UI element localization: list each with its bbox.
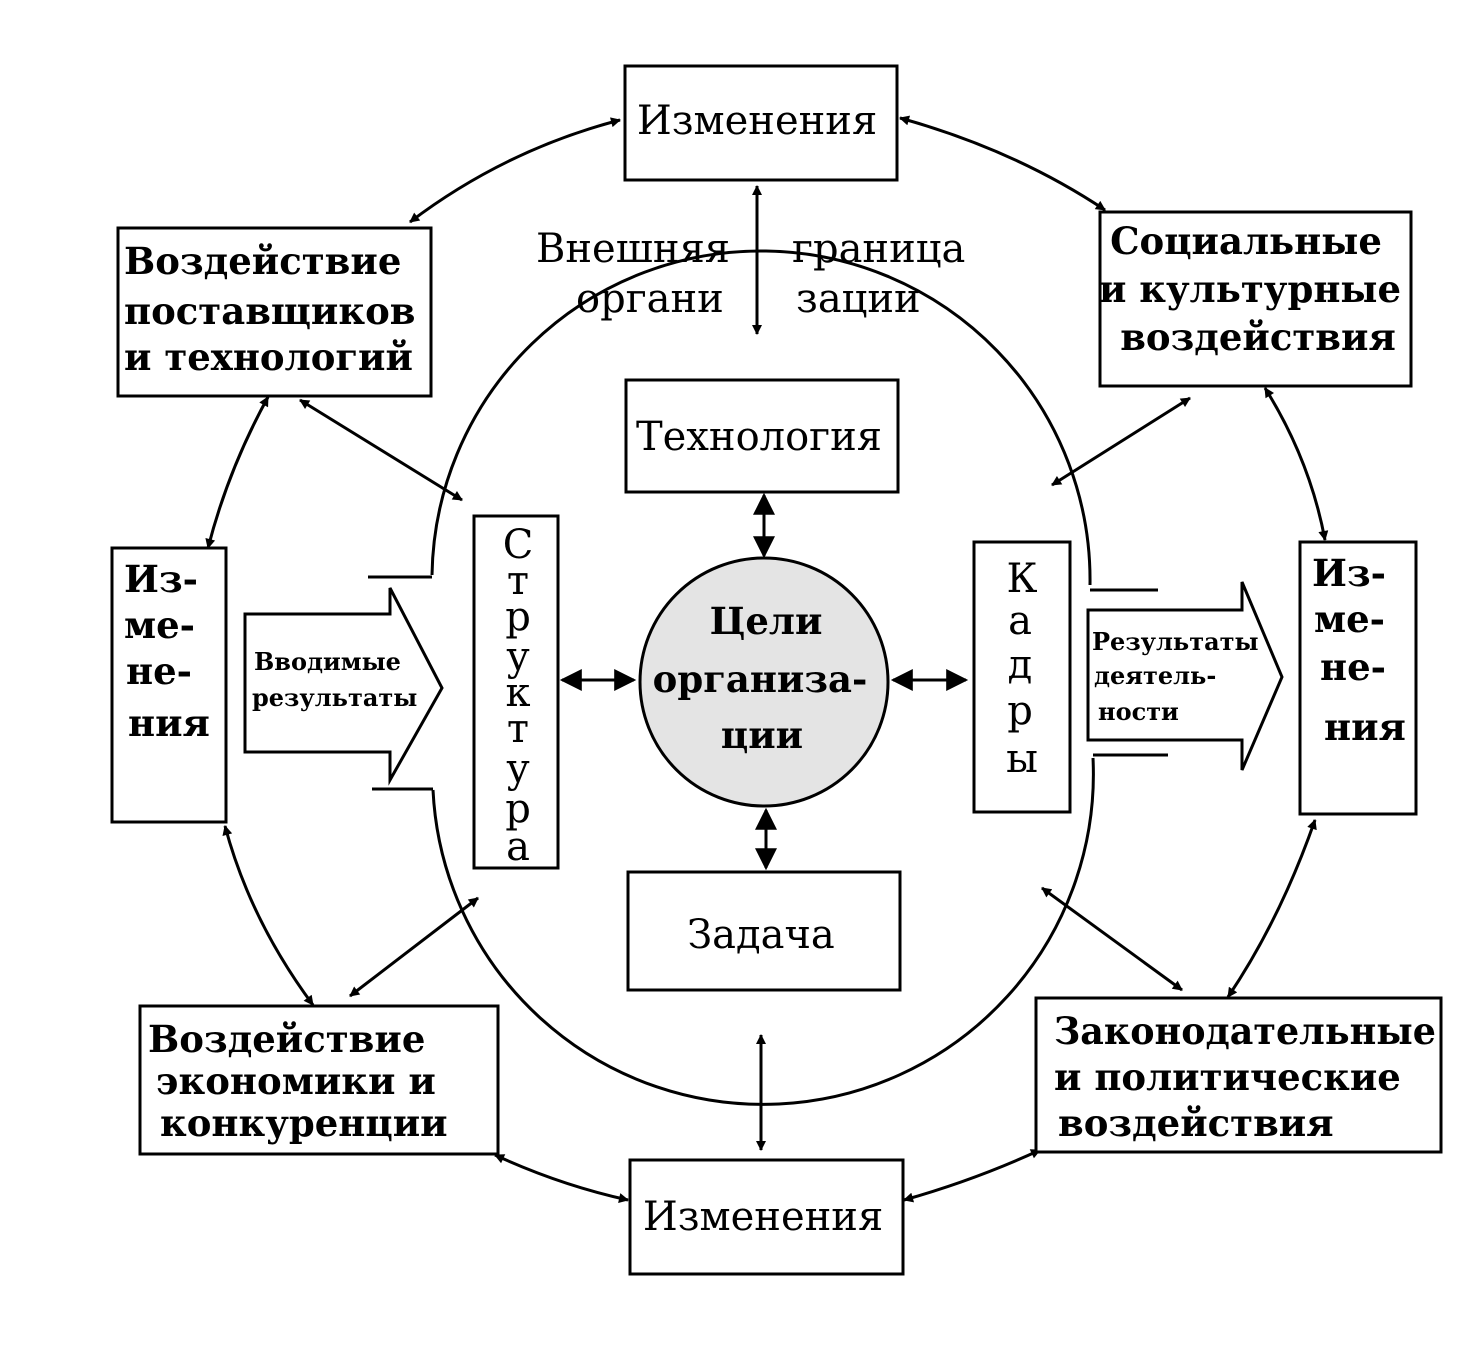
boundary-arrows	[299, 185, 1191, 1151]
right-change-line-3: не-	[1320, 645, 1386, 689]
arrow-top-to-social	[899, 115, 1106, 212]
staff-letter-3: д	[1008, 642, 1033, 688]
structure-letter-4: у	[506, 634, 530, 680]
arrow-economy-to-bottom	[494, 1153, 629, 1203]
right-change-line-4: ния	[1324, 705, 1406, 749]
boundary-left-top: Внешняя	[536, 226, 730, 272]
structure-letter-5: к	[506, 670, 531, 716]
outputs-line-2: деятель-	[1094, 661, 1216, 690]
social-line-1: Социальные	[1110, 219, 1382, 263]
right-change-line-2: ме-	[1314, 597, 1385, 641]
task-label: Задача	[687, 912, 835, 958]
outputs-label: Результаты деятель- ности	[1092, 627, 1259, 726]
staff-letter-1: К	[1007, 556, 1038, 602]
inputs-line-2: результаты	[252, 683, 417, 712]
social-label: Социальные и культурные воздействия	[1099, 219, 1401, 359]
staff-letter-2: а	[1008, 598, 1032, 644]
output-block-arrow	[1086, 581, 1284, 771]
suppliers-box	[116, 226, 433, 398]
boundary-right-bottom: зации	[796, 276, 921, 322]
arrow-suppliers-to-left-change	[205, 396, 270, 549]
social-line-2: и культурные	[1099, 267, 1401, 311]
legal-line-1: Законодательные	[1054, 1009, 1436, 1053]
left-change-label: Из- ме- не- ния	[124, 557, 210, 745]
economy-box	[138, 1004, 500, 1156]
inputs-label: Вводимые результаты	[252, 647, 417, 712]
technology-label: Технология	[636, 414, 882, 460]
arrow-right-change-to-legal	[1226, 819, 1317, 998]
legal-label: Законодательные и политические воздейств…	[1054, 1009, 1436, 1145]
left-change-line-3: не-	[126, 649, 192, 693]
boundary-caption: Внешняя граница органи зации	[536, 226, 965, 322]
bottom-change-label: Изменения	[643, 1194, 883, 1240]
suppliers-line-2: поставщиков	[124, 289, 415, 333]
arrow-social-to-right-change	[1263, 387, 1329, 541]
right-change-label: Из- ме- не- ния	[1312, 551, 1406, 749]
outer-ring-arrows	[205, 115, 1329, 1203]
economy-label: Воздействие экономики и конкуренции	[148, 1017, 448, 1145]
task-box	[626, 870, 902, 992]
suppliers-label: Воздействие поставщиков и технологий	[124, 239, 415, 379]
left-change-box	[110, 546, 228, 824]
arrow-legal-to-bottom	[903, 1148, 1041, 1203]
staff-box	[972, 540, 1072, 814]
inputs-line-1: Вводимые	[254, 647, 401, 676]
structure-letter-8: р	[505, 786, 531, 832]
organization-boundary	[368, 249, 1168, 1106]
left-change-line-4: ния	[128, 701, 210, 745]
input-block-arrow	[243, 587, 444, 786]
structure-letter-3: р	[505, 594, 531, 640]
economy-line-2: экономики и	[156, 1059, 436, 1103]
left-change-line-1: Из-	[124, 557, 198, 601]
economy-line-1: Воздействие	[148, 1017, 425, 1061]
bottom-change-box	[628, 1158, 905, 1276]
arrow-legal-to-org	[1041, 886, 1183, 992]
staff-label: К а д р ы	[1006, 556, 1038, 782]
goals-label: Цели организа- ции	[653, 599, 868, 757]
outputs-line-3: ности	[1098, 697, 1179, 726]
structure-letter-6: т	[507, 706, 529, 752]
structure-box	[472, 514, 560, 870]
technology-box	[624, 378, 900, 494]
legal-line-2: и политические	[1054, 1055, 1401, 1099]
structure-label: С т р у к т у р а	[503, 522, 534, 870]
goals-line-1: Цели	[710, 599, 823, 643]
staff-letter-5: ы	[1006, 736, 1038, 782]
suppliers-line-3: и технологий	[124, 335, 413, 379]
legal-line-3: воздействия	[1058, 1101, 1334, 1145]
arrow-social-to-org	[1051, 396, 1191, 487]
structure-letter-2: т	[507, 558, 529, 604]
right-change-box	[1298, 540, 1418, 816]
goals-line-2: организа-	[653, 657, 868, 701]
structure-letter-7: у	[506, 746, 530, 792]
arrow-left-change-to-economy	[222, 825, 315, 1006]
social-box	[1098, 210, 1413, 388]
left-change-line-2: ме-	[124, 603, 195, 647]
suppliers-line-1: Воздействие	[124, 239, 401, 283]
staff-letter-4: р	[1007, 688, 1033, 734]
goal-links	[559, 492, 969, 871]
arrow-economy-to-org	[349, 896, 479, 998]
top-change-box	[623, 64, 899, 182]
right-change-line-1: Из-	[1312, 551, 1386, 595]
legal-box	[1034, 996, 1443, 1154]
boundary-left-bottom: органи	[576, 276, 724, 322]
arrow-suppliers-to-org	[299, 398, 463, 502]
structure-letter-1: С	[503, 522, 534, 568]
boundary-arc-bottom	[431, 757, 1095, 1106]
goals-line-3: ции	[721, 713, 803, 757]
boundary-arc-top	[430, 249, 1092, 586]
top-change-label: Изменения	[637, 98, 877, 144]
structure-letter-9: а	[506, 824, 530, 870]
outputs-line-1: Результаты	[1092, 627, 1259, 656]
economy-line-3: конкуренции	[160, 1101, 448, 1145]
boundary-right-top: граница	[792, 226, 965, 272]
social-line-3: воздействия	[1120, 315, 1396, 359]
arrow-top-to-suppliers	[409, 117, 621, 224]
